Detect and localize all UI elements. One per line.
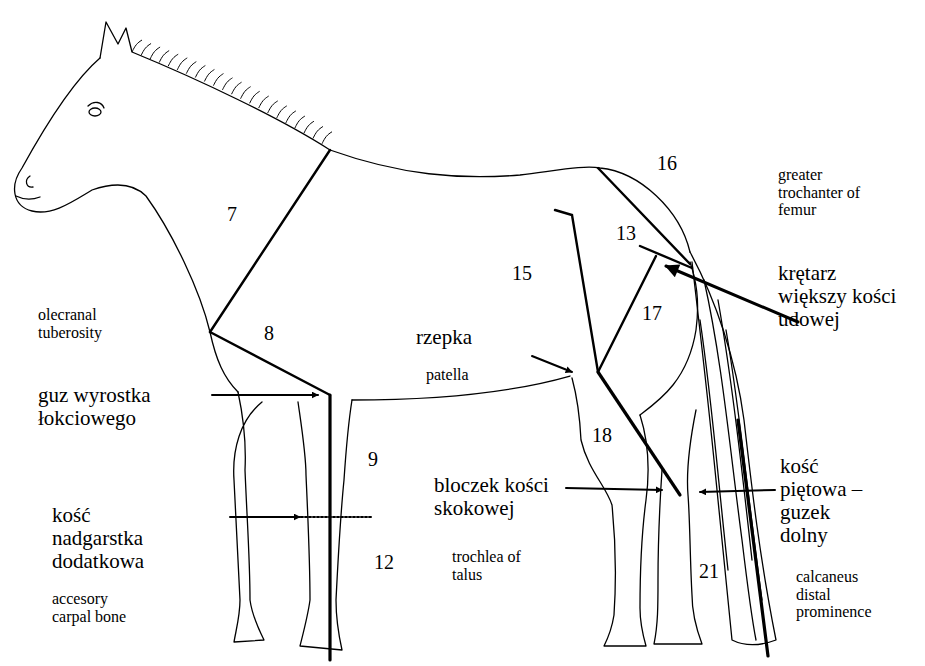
part-label: patella bbox=[426, 366, 469, 384]
part-label: calcaneus distal prominence bbox=[796, 568, 888, 621]
part-label: kość nadgarstka dodatkowa bbox=[52, 504, 164, 573]
mane-stroke bbox=[150, 47, 160, 59]
mane-stroke bbox=[277, 106, 287, 118]
part-label: accesory carpal bone bbox=[52, 590, 140, 625]
horse-mouth bbox=[16, 196, 40, 199]
mane-stroke bbox=[250, 91, 260, 103]
mane-stroke bbox=[268, 101, 278, 113]
callout-number: 12 bbox=[372, 551, 396, 573]
mane-stroke bbox=[168, 54, 178, 66]
horse-tail bbox=[700, 280, 762, 640]
leader-arrow bbox=[532, 356, 572, 372]
horse-hind-leg bbox=[572, 378, 648, 646]
callout-number: 18 bbox=[590, 424, 614, 446]
measurement-line bbox=[738, 420, 768, 656]
mane-stroke bbox=[186, 62, 196, 74]
callout-number: 13 bbox=[614, 222, 638, 244]
mane-stroke bbox=[222, 78, 232, 90]
mane-stroke bbox=[322, 132, 332, 144]
callout-number: 7 bbox=[225, 203, 239, 225]
horse-eye bbox=[88, 102, 104, 108]
part-label: olecranal tuberosity bbox=[38, 306, 122, 341]
part-label: kość piętowa – guzek dolny bbox=[780, 455, 880, 547]
mane-stroke bbox=[295, 116, 305, 128]
part-label: greater trochanter of femur bbox=[778, 166, 882, 219]
mane-stroke bbox=[195, 66, 205, 78]
mane-stroke bbox=[159, 51, 169, 63]
mane-stroke bbox=[132, 40, 142, 52]
leader-arrow bbox=[212, 394, 318, 396]
horse-head bbox=[15, 58, 238, 392]
callout-number: 17 bbox=[640, 302, 664, 324]
mane-stroke bbox=[213, 74, 223, 86]
leader-arrow bbox=[566, 488, 662, 490]
measurement-line bbox=[210, 150, 330, 332]
horse-outline bbox=[100, 22, 690, 252]
mane-stroke bbox=[204, 69, 214, 81]
mane-stroke bbox=[141, 43, 151, 55]
measurement-line bbox=[598, 168, 690, 264]
leader-arrow bbox=[230, 516, 300, 518]
measurement-line bbox=[328, 395, 331, 660]
horse-tail bbox=[690, 252, 776, 645]
callout-number: 8 bbox=[262, 322, 276, 344]
part-label: rzepka bbox=[416, 326, 472, 349]
part-label: krętarz większy kości udowej bbox=[778, 262, 910, 331]
part-label: trochlea of talus bbox=[452, 548, 538, 583]
mane-stroke bbox=[259, 96, 269, 108]
part-label: bloczek kości skokowej bbox=[434, 474, 564, 520]
horse-nostril bbox=[26, 176, 33, 187]
leader-arrow bbox=[700, 490, 775, 492]
mane-stroke bbox=[177, 58, 187, 70]
horse-eye bbox=[89, 108, 101, 116]
callout-number: 15 bbox=[510, 262, 534, 284]
mane-stroke bbox=[232, 82, 242, 94]
mane-stroke bbox=[241, 87, 251, 99]
callout-number: 21 bbox=[697, 560, 721, 582]
callout-number: 9 bbox=[366, 448, 380, 470]
horse-mane bbox=[132, 40, 332, 144]
horse-hind-leg bbox=[640, 262, 702, 644]
mane-stroke bbox=[304, 121, 314, 133]
measurement-line bbox=[555, 210, 598, 372]
horse-front-leg bbox=[298, 400, 352, 650]
mane-stroke bbox=[313, 126, 323, 138]
callout-number: 16 bbox=[655, 152, 679, 174]
mane-stroke bbox=[286, 111, 296, 123]
part-label: guz wyrostka łokciowego bbox=[38, 384, 203, 430]
